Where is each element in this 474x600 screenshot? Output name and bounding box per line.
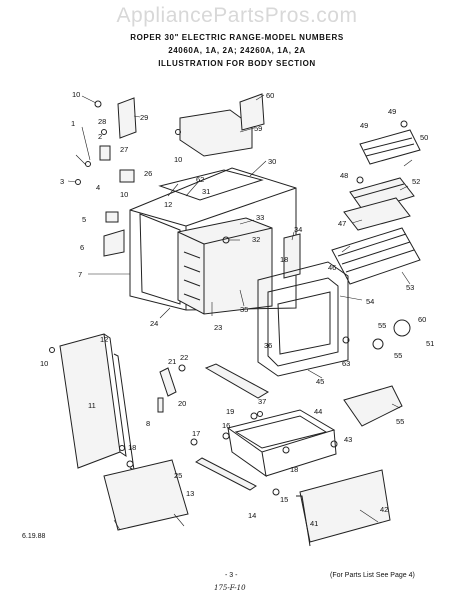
callout-49b: 51	[426, 339, 434, 348]
header-models: 24060A, 1A, 2A; 24260A, 1A, 2A	[168, 46, 306, 55]
watermark: AppliancePartsPros.com	[116, 4, 358, 27]
callout-35: 35	[240, 305, 248, 314]
callout-27: 27	[120, 145, 128, 154]
callout-4: 4	[96, 183, 100, 192]
callout-50: 52	[412, 177, 420, 186]
callout-21: 21	[168, 357, 176, 366]
callout-33: 33	[256, 213, 264, 222]
side-panel	[283, 233, 301, 279]
callout-41: 43	[344, 435, 352, 444]
callout-22: 22	[180, 353, 188, 362]
callout-13: 13	[186, 489, 194, 498]
drawer-front	[190, 412, 391, 547]
callout-18a: 18	[280, 255, 288, 264]
left-hardware	[67, 100, 135, 257]
callout-24: 24	[150, 319, 158, 328]
footer-parts-note: (For Parts List See Page 4)	[330, 572, 415, 579]
callout-45: 47	[338, 219, 346, 228]
callout-20: 20	[178, 399, 186, 408]
callout-48: 49	[388, 107, 396, 116]
callout-10b: 10	[120, 190, 128, 199]
callout-29: 29	[140, 113, 148, 122]
callout-39: 41	[310, 519, 318, 528]
callout-34: 34	[294, 225, 302, 234]
footer-page-number: - 3 -	[225, 572, 238, 579]
callout-40: 42	[380, 505, 388, 514]
callout-36: 36	[264, 341, 272, 350]
callout-18c: 18	[290, 465, 298, 474]
callout-18b: 18	[128, 443, 136, 452]
left-side-panel	[59, 333, 135, 471]
callout-42: 44	[314, 407, 322, 416]
callout-8: 8	[146, 419, 150, 428]
bottom-panel	[103, 459, 189, 531]
callout-23: 23	[214, 323, 222, 332]
callout-25: 25	[174, 471, 182, 480]
callout-43: 45	[316, 377, 324, 386]
callout-17: 17	[192, 429, 200, 438]
rail	[204, 363, 270, 399]
top-brackets	[117, 93, 265, 157]
callout-labels: 10 29 1 28 2 27 3 4 26 10 5 6 7 60 59 10…	[40, 90, 434, 528]
callout-31: 31	[202, 187, 210, 196]
callout-10a: 10	[72, 90, 80, 99]
hinge-parts	[157, 364, 186, 413]
callout-5: 5	[82, 215, 86, 224]
callout-60b: 60	[418, 315, 426, 324]
callout-6: 6	[80, 243, 84, 252]
callout-63: 63	[342, 359, 350, 368]
footer-handwritten-code: 175-F-10	[214, 584, 246, 592]
callout-1: 1	[71, 119, 75, 128]
callout-11: 11	[88, 401, 96, 410]
callout-7: 7	[78, 270, 82, 279]
element-parts	[342, 319, 411, 350]
callout-46: 48	[340, 171, 348, 180]
callout-2: 2	[98, 132, 102, 141]
header-title: ROPER 30" ELECTRIC RANGE-MODEL NUMBERS	[130, 33, 344, 42]
callout-44: 46	[328, 263, 336, 272]
callout-3: 3	[60, 177, 64, 186]
callout-12b: 12	[100, 335, 108, 344]
callout-10d: 10	[40, 359, 48, 368]
broiler-assembly	[331, 120, 421, 285]
callout-49a: 50	[420, 133, 428, 142]
callout-10c: 10	[174, 155, 182, 164]
callout-14: 14	[248, 511, 256, 520]
footer-date: 6.19.88	[22, 533, 46, 540]
callout-19: 19	[226, 407, 234, 416]
callout-15: 15	[280, 495, 288, 504]
door-frame	[257, 261, 349, 377]
misc-screws	[49, 347, 263, 451]
callout-47: 49	[360, 121, 368, 130]
callout-28: 28	[98, 117, 106, 126]
callout-59: 59	[254, 124, 262, 133]
callout-32: 32	[252, 235, 260, 244]
callout-55: 55	[396, 417, 404, 426]
shield	[343, 385, 403, 427]
callout-30: 30	[268, 157, 276, 166]
leader-lines	[81, 94, 413, 531]
storage-drawer	[226, 409, 337, 478]
callout-16: 16	[222, 421, 230, 430]
callout-62: 62	[196, 175, 204, 184]
callout-53: 55	[378, 321, 386, 330]
header-subtitle: ILLUSTRATION FOR BODY SECTION	[158, 59, 316, 68]
callout-54: 55	[394, 351, 402, 360]
callout-12a: 12	[164, 200, 172, 209]
callout-37: 37	[258, 397, 266, 406]
callout-51: 53	[406, 283, 414, 292]
callout-52: 54	[366, 297, 374, 306]
callout-60a: 60	[266, 91, 274, 100]
oven-liner	[177, 217, 273, 315]
callout-26: 26	[144, 169, 152, 178]
